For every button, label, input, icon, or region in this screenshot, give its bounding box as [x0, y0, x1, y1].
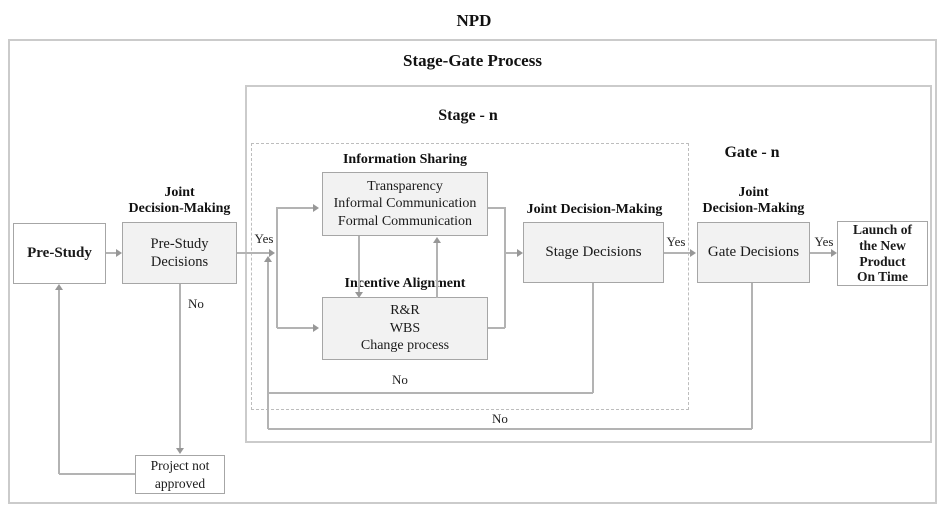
joint-decision-making-label-prestudy: Joint Decision-Making [128, 185, 231, 216]
yes-label-prestudy: Yes [254, 231, 274, 246]
pre-study-node: Pre-Study [13, 223, 106, 284]
arrowhead-into-project-not-approved [176, 448, 184, 454]
connector-decisions-no-down [179, 284, 181, 448]
stage-n-title: Stage - n [438, 107, 498, 124]
connector-gate-no-horizontal [268, 428, 752, 430]
connector-alignment-to-collector [488, 327, 505, 329]
stage-n-dashed-box [251, 143, 689, 410]
connector-collector-vertical [504, 207, 506, 328]
arrowhead-up-into-information-sharing [433, 237, 441, 243]
stage-decisions-node: Stage Decisions [523, 222, 664, 283]
connector-branch-to-incentive-alignment [277, 327, 313, 329]
gate-n-title: Gate - n [724, 144, 780, 161]
connector-project-return-vertical [58, 290, 60, 474]
connector-stage-yes [664, 252, 691, 254]
connector-gate-no-down [751, 283, 753, 429]
connector-stage-no-horizontal [268, 392, 593, 394]
arrowhead-into-incentive-alignment [313, 324, 319, 332]
gate-decisions-node: Gate Decisions [697, 222, 810, 283]
arrowhead-into-gate-decisions [690, 249, 696, 257]
arrowhead-prestudy-to-decisions [116, 249, 122, 257]
connector-collector-to-stage-decisions [505, 252, 518, 254]
connector-no-return-vertical [267, 262, 269, 429]
arrowhead-into-launch [831, 249, 837, 257]
project-not-approved-node: Project not approved [135, 455, 225, 494]
arrowhead-into-information-sharing [313, 204, 319, 212]
yes-label-gate: Yes [814, 234, 834, 249]
connector-gate-yes [810, 252, 832, 254]
arrowhead-decisions-yes [269, 249, 275, 257]
arrowhead-return-into-prestudy [55, 284, 63, 290]
connector-branch-vertical [276, 207, 278, 328]
stage-gate-process-container [8, 39, 937, 504]
connector-sharing-to-collector [488, 207, 505, 209]
information-sharing-node: Transparency Informal Communication Form… [322, 172, 488, 236]
connector-sharing-to-alignment [358, 236, 360, 293]
connector-stage-no-down [592, 283, 594, 393]
stage-gate-n-container [245, 85, 932, 443]
launch-node: Launch of the New Product On Time [837, 221, 928, 286]
information-sharing-label: Information Sharing [342, 152, 468, 167]
no-label-gate: No [492, 411, 508, 426]
connector-project-return-horizontal [59, 473, 135, 475]
joint-decision-making-label-gate: Joint Decision-Making [702, 185, 805, 216]
joint-decision-making-label-stage: Joint Decision-Making [526, 202, 663, 217]
connector-branch-to-information-sharing [277, 207, 313, 209]
diagram-title: NPD [456, 11, 492, 30]
arrowhead-into-stage-decisions [517, 249, 523, 257]
yes-label-stage: Yes [666, 234, 686, 249]
pre-study-decisions-node: Pre-Study Decisions [122, 222, 237, 284]
incentive-alignment-label: Incentive Alignment [344, 276, 466, 291]
no-label-prestudy: No [188, 296, 204, 311]
stage-gate-process-title: Stage-Gate Process [403, 51, 542, 70]
connector-prestudy-to-decisions [106, 252, 117, 254]
arrowhead-down-into-incentive-alignment [355, 292, 363, 298]
no-label-stage: No [392, 372, 408, 387]
connector-decisions-yes [237, 252, 270, 254]
arrowhead-no-return-up [264, 256, 272, 262]
connector-alignment-to-sharing [436, 242, 438, 298]
incentive-alignment-node: R&R WBS Change process [322, 297, 488, 360]
